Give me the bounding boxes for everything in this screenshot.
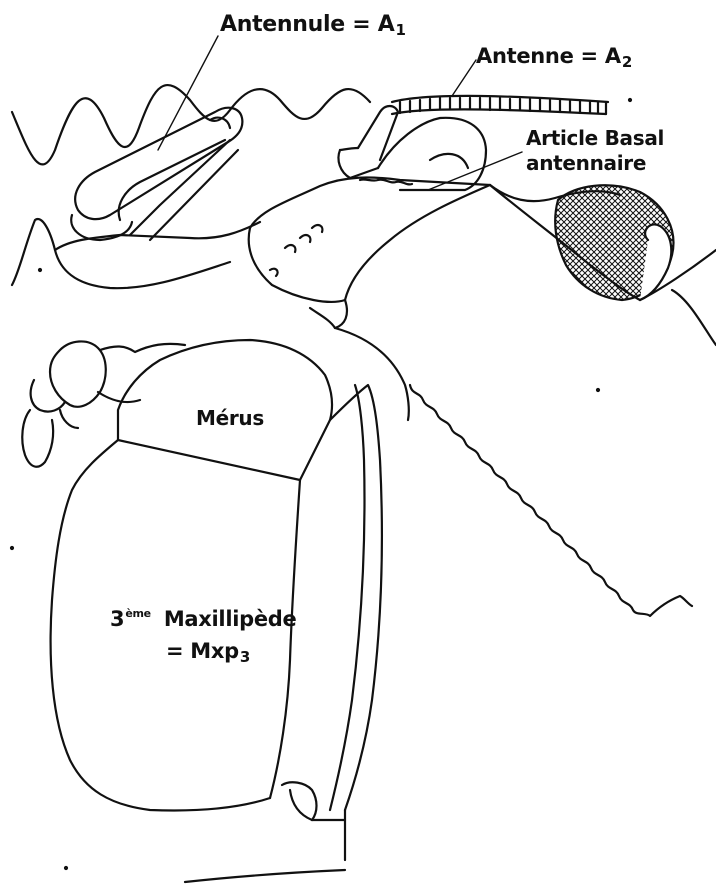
maxillipede-equation: = Mxp	[166, 639, 239, 663]
antennule-text: Antennule = A	[220, 12, 394, 37]
speck	[39, 269, 41, 271]
antennule-subscript: 1	[395, 21, 405, 39]
article-basal-shape	[360, 118, 486, 190]
maxilliped-inner-line	[330, 385, 365, 810]
antennule-shape	[71, 108, 242, 240]
antennule-leader	[158, 36, 218, 150]
carapace-right-lobe	[672, 290, 716, 345]
speck	[65, 867, 67, 869]
antennule-label: Antennule = A1	[220, 12, 406, 39]
speck	[629, 99, 631, 101]
article-basal-line2: antennaire	[526, 151, 664, 176]
buccal-frame	[335, 300, 409, 420]
maxillipede-subscript: 3	[240, 648, 250, 666]
antenne-leader	[452, 60, 476, 96]
speck	[597, 389, 599, 391]
buccal-inner	[310, 308, 335, 328]
merus-label: Mérus	[196, 406, 264, 430]
article-basal-line1: Article Basal	[526, 126, 664, 151]
maxillipede-line2: = Mxp3	[110, 635, 296, 673]
orbital-lower-lobe	[55, 250, 230, 288]
serrated-margin	[410, 385, 692, 616]
maxillipede-label: 3ème Maxillipède = Mxp3	[110, 598, 296, 673]
bottom-edge	[185, 870, 345, 882]
maxillipede-number: 3	[110, 607, 124, 631]
epistome-block	[249, 178, 490, 302]
maxillipede-line1: 3ème Maxillipède	[110, 598, 296, 635]
article-basal-label: Article Basal antennaire	[526, 126, 664, 176]
antenne-subscript: 2	[622, 53, 632, 71]
speck	[11, 547, 13, 549]
maxilliped-inner-side	[330, 385, 382, 810]
maxillipede-name: Maxillipède	[164, 607, 297, 631]
maxillipede-superscript: ème	[125, 607, 150, 620]
eye-icon	[555, 185, 673, 300]
antenne-text: Antenne = A	[476, 44, 621, 68]
antenne-label: Antenne = A2	[476, 44, 632, 71]
